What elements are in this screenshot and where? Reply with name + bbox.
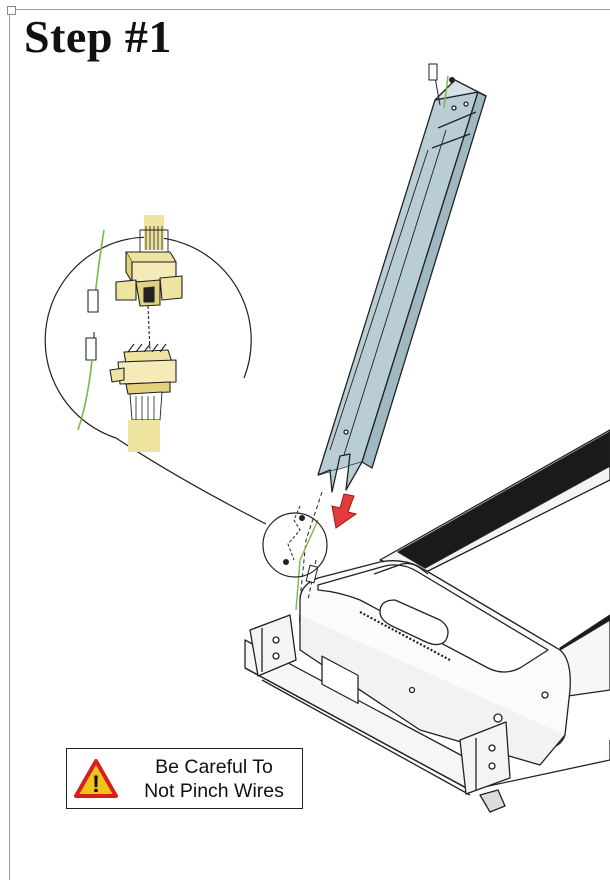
warning-box: ! Be Careful To Not Pinch Wires (66, 748, 303, 809)
treadmill-base (244, 429, 610, 813)
step-title: Step #1 (24, 11, 172, 62)
post-wires (295, 63, 455, 611)
warning-text: Be Careful To Not Pinch Wires (125, 755, 303, 803)
warning-line-2: Not Pinch Wires (144, 780, 284, 802)
zoom-callout (44, 236, 328, 578)
red-direction-arrow (331, 493, 358, 529)
page-frame (9, 9, 610, 880)
upright-post (317, 79, 487, 493)
running-belt (397, 431, 610, 569)
warning-triangle-icon: ! (74, 759, 118, 798)
svg-text:!: ! (92, 771, 100, 798)
warning-line-1: Be Careful To (155, 756, 273, 778)
corner-mark (7, 6, 16, 15)
wire-connector-detail (77, 215, 183, 452)
